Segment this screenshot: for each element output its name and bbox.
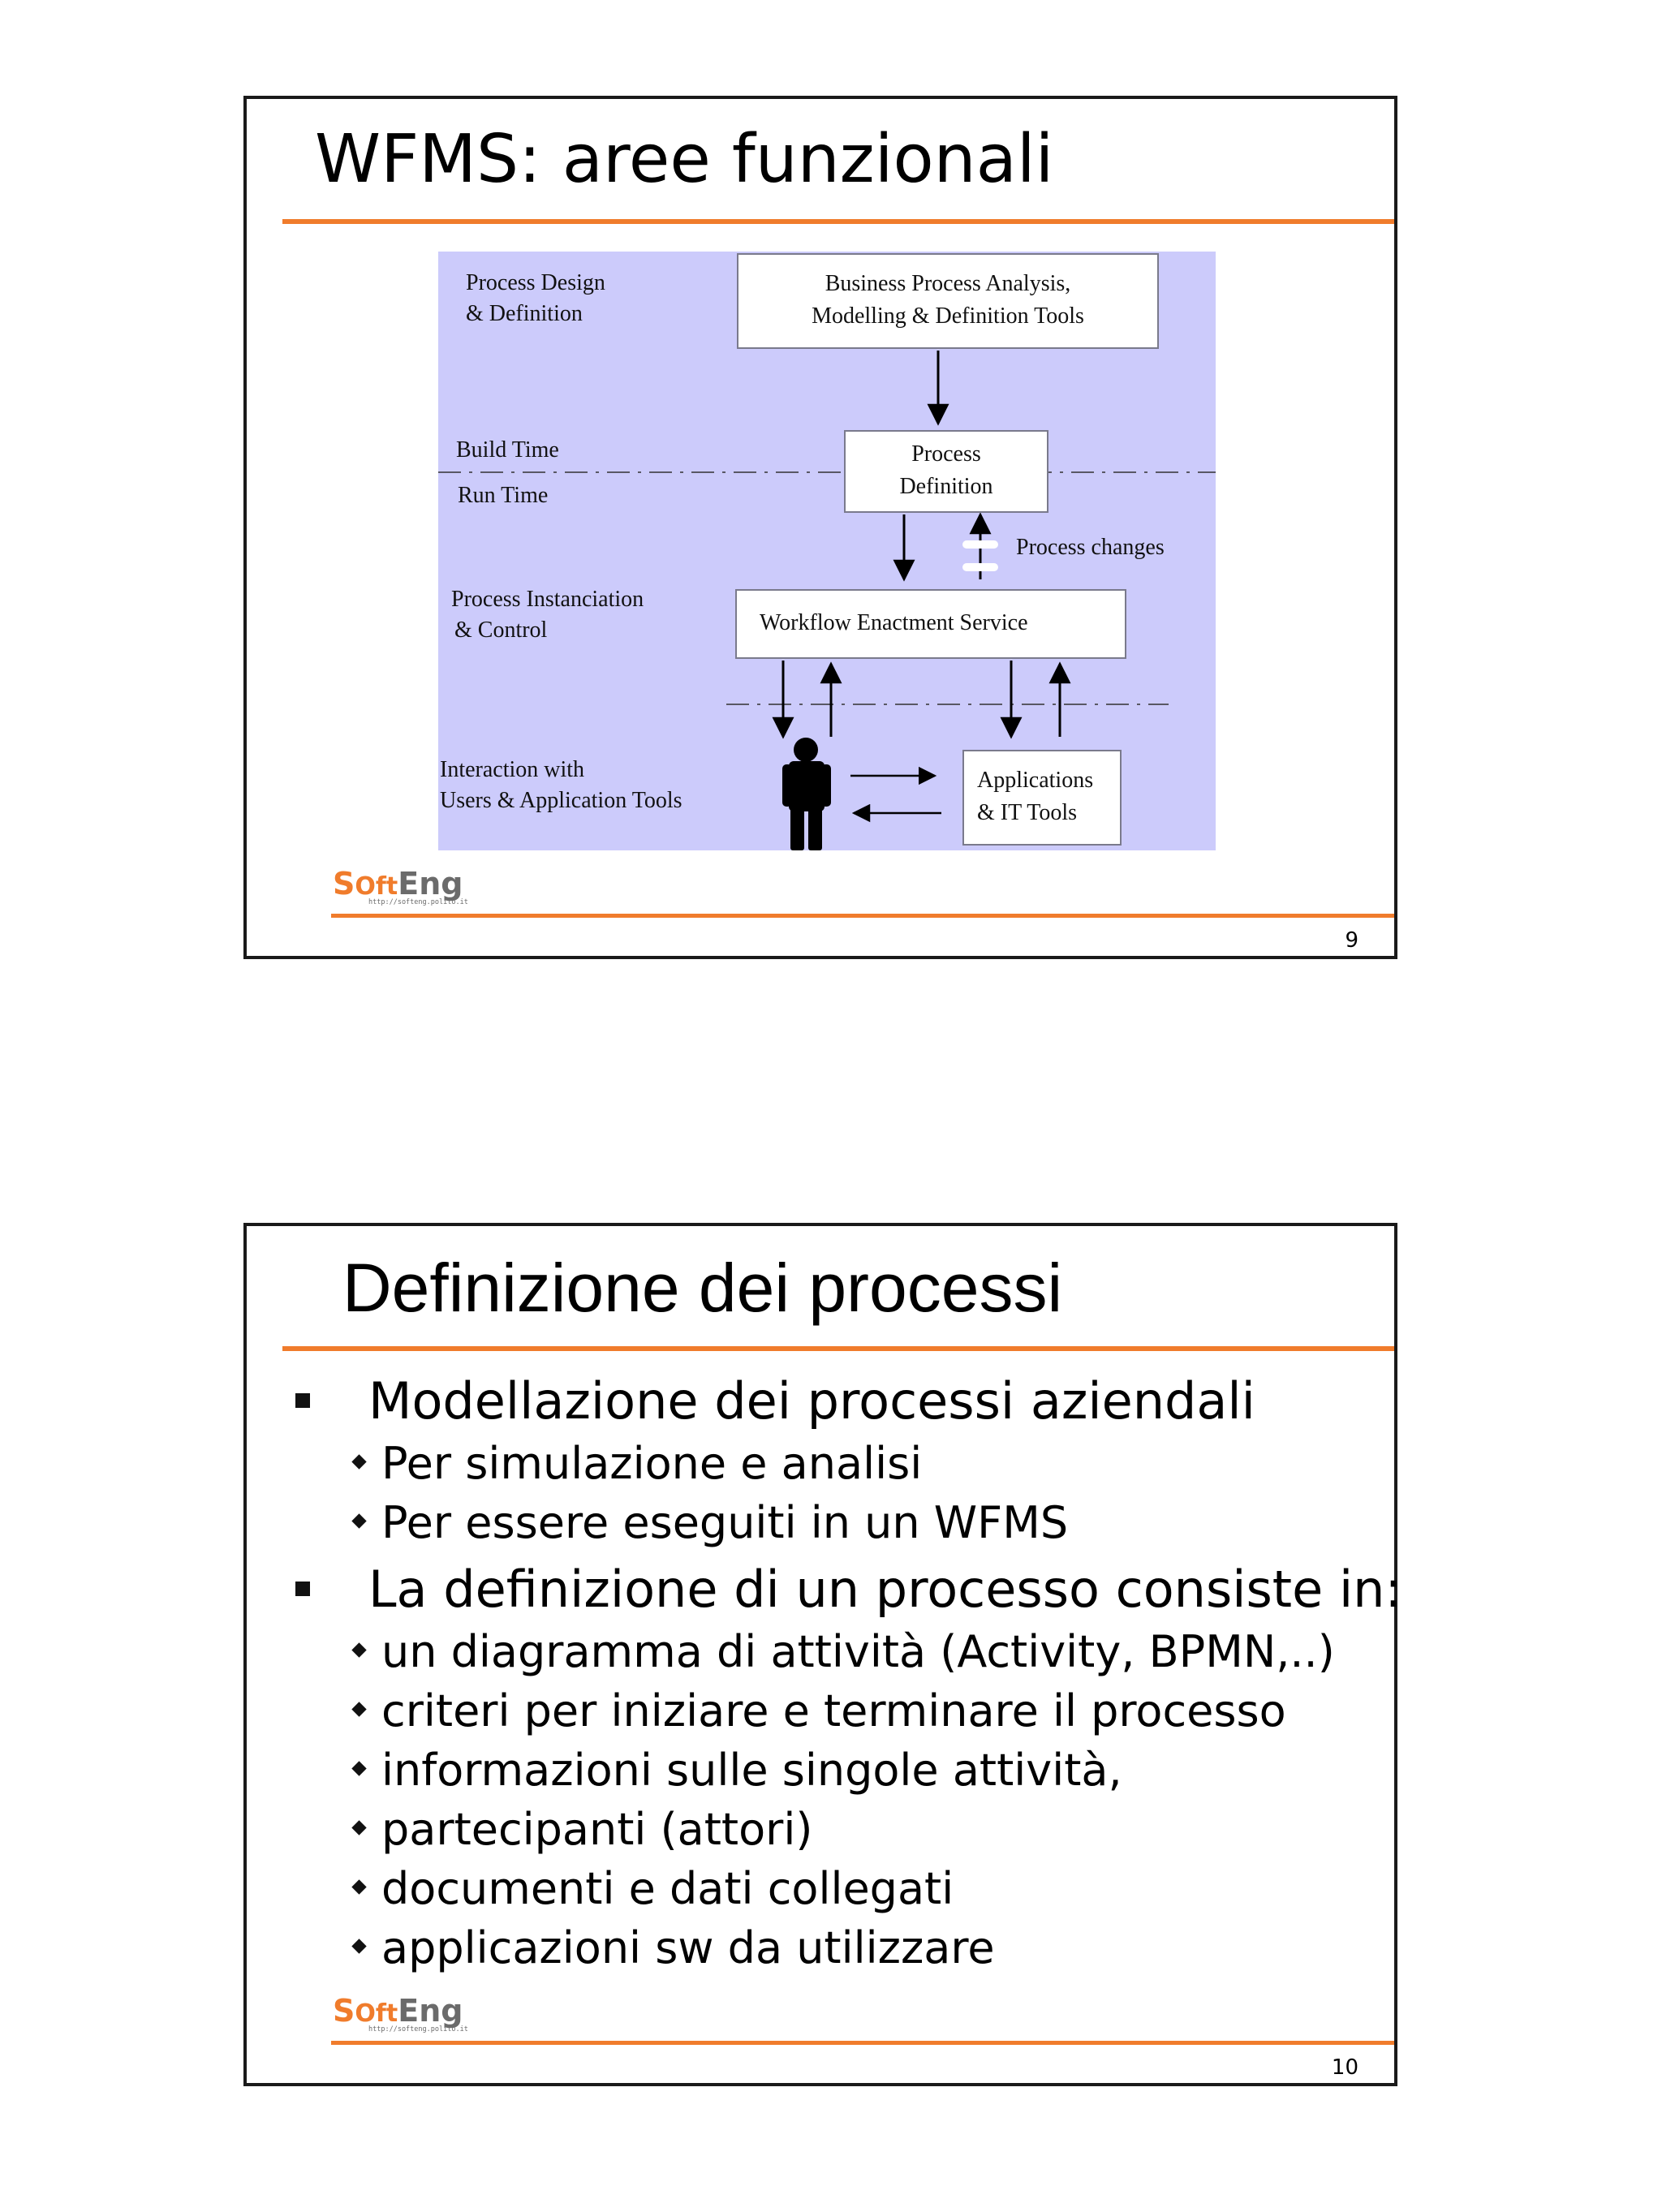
slide-10: Definizione dei processi Modellazione de…	[243, 1223, 1402, 2086]
bullet-sub: partecipanti (attori)	[286, 1800, 1378, 1859]
svg-text:http://softeng.polito.it: http://softeng.polito.it	[368, 2025, 468, 2033]
bullet-sub: Per simulazione e analisi	[286, 1434, 1378, 1493]
svg-text:SOftEng: SOftEng	[333, 866, 463, 902]
square-bullet-icon	[295, 1582, 310, 1596]
bullet-sub: documenti e dati collegati	[286, 1859, 1378, 1918]
box-workflow-enactment-service: Workflow Enactment Service	[735, 589, 1126, 659]
bullet-sub: applicazioni sw da utilizzare	[286, 1918, 1378, 1977]
bullet-sub: un diagramma di attività (Activity, BPMN…	[286, 1622, 1378, 1681]
diamond-bullet-icon	[351, 1642, 367, 1658]
softeng-logo: SOftEng http://softeng.polito.it	[333, 1993, 468, 2033]
footer-rule	[331, 914, 1394, 918]
bullet-sub: informazioni sulle singole attività,	[286, 1741, 1378, 1800]
diagram-connectors	[438, 351, 1216, 850]
diamond-bullet-icon	[351, 1939, 367, 1954]
footer-rule	[331, 2041, 1394, 2045]
diamond-bullet-icon	[351, 1454, 367, 1470]
diamond-bullet-icon	[351, 1513, 367, 1529]
label-build-time: Build Time	[456, 437, 559, 463]
diamond-bullet-icon	[351, 1702, 367, 1717]
page-number: 10	[1331, 2055, 1358, 2080]
svg-text:SOftEng: SOftEng	[333, 1993, 463, 2029]
svg-text:http://softeng.polito.it: http://softeng.polito.it	[368, 898, 468, 906]
label-interaction: Interaction with Users & Application Too…	[440, 757, 682, 813]
wfms-diagram: Process Design & Definition Build Time R…	[438, 252, 1216, 850]
label-instanciation: Process Instanciation & Control	[451, 587, 644, 643]
box-process-definition: Process Definition	[844, 430, 1048, 513]
slide-9: WFMS: aree funzionali	[243, 96, 1397, 959]
box-business-process-analysis: Business Process Analysis, Modelling & D…	[737, 253, 1159, 349]
title-rule	[282, 219, 1394, 224]
softeng-logo: SOftEng http://softeng.polito.it	[333, 866, 468, 906]
square-bullet-icon	[295, 1393, 310, 1408]
user-icon	[782, 738, 831, 850]
slide-title: Definizione dei processi	[342, 1250, 1063, 1326]
page-number: 9	[1345, 928, 1358, 953]
bullet-main: La definizione di un processo consiste i…	[286, 1557, 1402, 1622]
label-process-changes: Process changes	[1016, 535, 1165, 560]
bullet-main: Modellazione dei processi aziendali	[286, 1369, 1378, 1434]
bullet-sub: criteri per iniziare e terminare il proc…	[286, 1681, 1378, 1741]
label-design: Process Design & Definition	[466, 270, 605, 326]
title-rule	[282, 1346, 1394, 1351]
diamond-bullet-icon	[351, 1761, 367, 1776]
box-applications: Applications & IT Tools	[962, 750, 1122, 846]
diamond-bullet-icon	[351, 1820, 367, 1835]
bullet-sub: Per essere eseguiti in un WFMS	[286, 1493, 1378, 1552]
bullet-list: Modellazione dei processi aziendali Per …	[286, 1364, 1402, 1977]
slide-title: WFMS: aree funzionali	[315, 121, 1054, 198]
diamond-bullet-icon	[351, 1879, 367, 1895]
label-run-time: Run Time	[458, 483, 549, 508]
